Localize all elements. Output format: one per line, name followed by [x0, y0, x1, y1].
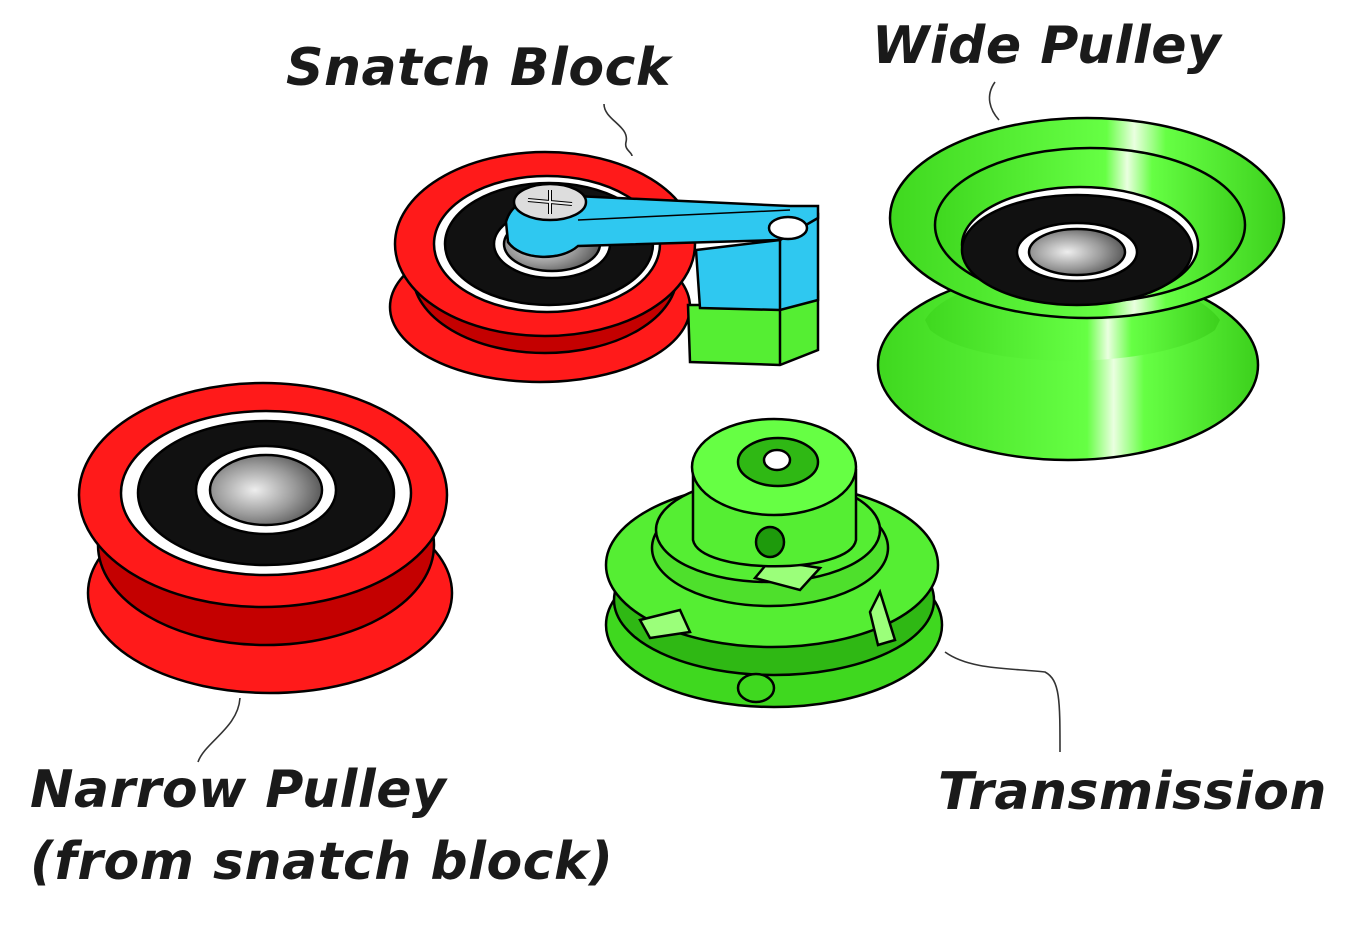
leader-lines — [197, 81, 1061, 763]
trans-set-screw-hole — [754, 525, 786, 559]
wide-pulley-label: Wide Pulley — [872, 16, 1222, 76]
transmission-part — [604, 417, 944, 709]
narrow-pulley-part — [77, 381, 454, 695]
wide-pulley-part — [876, 116, 1286, 462]
trans-ramp-b — [638, 608, 692, 640]
transmission-label: Transmission — [938, 762, 1327, 822]
narrow-pulley-label: Narrow Pulley — [30, 760, 447, 820]
snatch-arm-top — [577, 209, 791, 221]
snatch-block-leader — [603, 103, 633, 157]
narrow-pulley-leader — [197, 697, 241, 763]
narrow-pulley-note: (from snatch block) — [30, 832, 614, 892]
snatch-block-label: Snatch Block — [286, 38, 671, 98]
trans-bottom-bump — [736, 672, 776, 704]
snatch-arm-hole — [767, 215, 809, 241]
wide-hub — [1027, 227, 1127, 277]
snatch-block-part — [388, 150, 820, 384]
trans-ramp-c — [868, 588, 897, 647]
wide-pulley-leader — [988, 81, 1000, 121]
trans-collar-hole — [762, 448, 792, 472]
transmission-leader — [944, 651, 1061, 753]
narrow-hub — [208, 453, 324, 527]
